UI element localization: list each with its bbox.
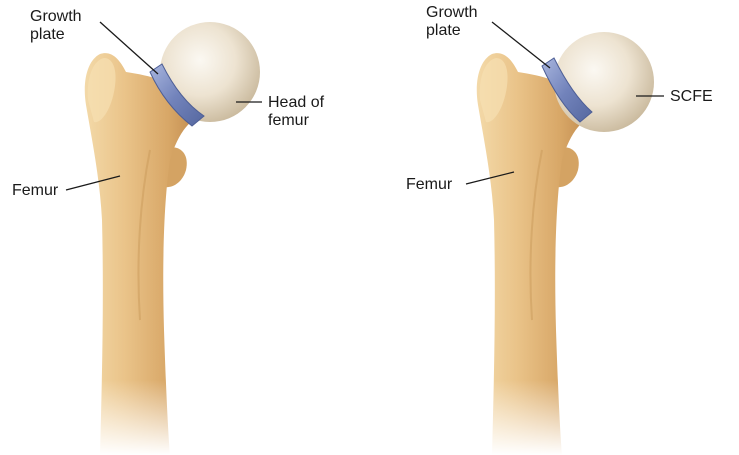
- left-growth-plate-label-line1: Growth: [30, 8, 82, 26]
- right-femur: [472, 32, 654, 455]
- left-head-label-line2: femur: [268, 112, 324, 130]
- right-growth-plate-label: Growth plate: [426, 4, 478, 40]
- right-growth-plate-label-line1: Growth: [426, 4, 478, 22]
- left-head-label: Head of femur: [268, 94, 324, 130]
- right-growth-plate-label-line2: plate: [426, 22, 478, 40]
- left-growth-plate-label: Growth plate: [30, 8, 82, 44]
- left-growth-plate-label-line2: plate: [30, 26, 82, 44]
- left-femur: [80, 22, 260, 455]
- right-scfe-label: SCFE: [670, 88, 713, 106]
- left-head-label-line1: Head of: [268, 94, 324, 112]
- left-femur-label: Femur: [12, 182, 58, 200]
- right-slipped-femoral-head: [554, 32, 654, 132]
- right-femur-label: Femur: [406, 176, 452, 194]
